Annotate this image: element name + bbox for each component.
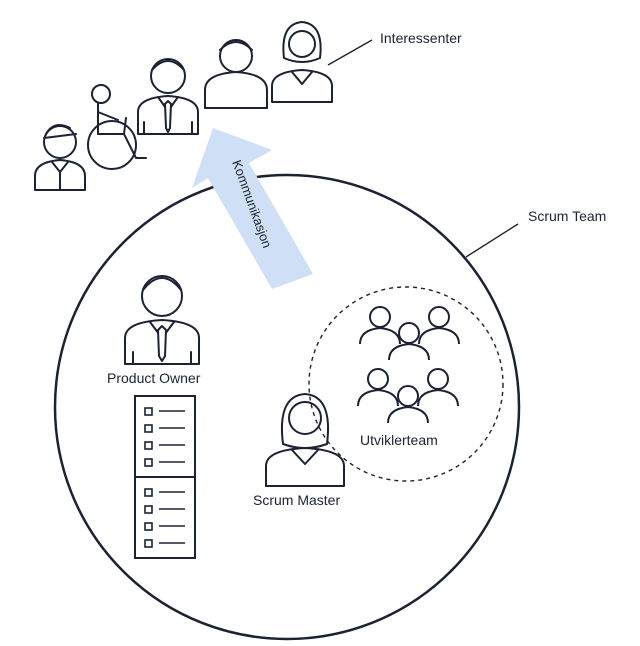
stakeholder-suit-icon	[137, 58, 199, 135]
scrum-team-label: Scrum Team	[528, 208, 606, 224]
stakeholder-woman-icon	[271, 21, 333, 103]
utviklerteam-circle	[308, 286, 504, 482]
stakeholder-child-icon	[34, 124, 86, 191]
utviklerteam-label: Utviklerteam	[360, 432, 438, 448]
kommunikasjon-arrow: Kommunikasjon	[192, 128, 313, 289]
stakeholder-plain-icon	[204, 39, 268, 109]
backlog-list-icon	[134, 395, 196, 559]
scrum-team-leader-line	[465, 223, 519, 258]
team-group-icon	[357, 306, 460, 424]
product-owner-icon	[124, 275, 200, 365]
scrum-master-label: Scrum Master	[253, 492, 340, 508]
interessenter-leader-line	[327, 39, 373, 66]
scrum-master-icon	[265, 393, 345, 487]
product-owner-label: Product Owner	[107, 370, 201, 386]
stakeholders-group	[34, 21, 333, 191]
scrum-team-circle	[53, 173, 521, 641]
stakeholder-wheelchair-icon	[87, 84, 147, 170]
interessenter-label: Interessenter	[380, 30, 462, 46]
